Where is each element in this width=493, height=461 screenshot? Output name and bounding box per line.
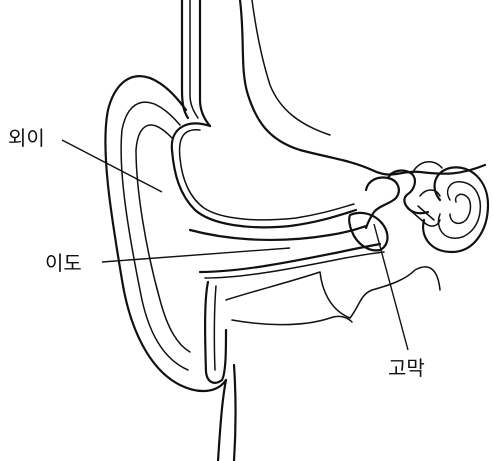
ear-canal-upper-wall [190,226,366,240]
lower-canal-wall-inner [214,286,216,370]
mastoid-outline [232,316,352,324]
skull-wall-right [200,0,210,126]
ossicle-malleus [366,178,399,229]
cochlea-outer [423,167,488,252]
cochlea-mid [439,182,481,238]
ossicle-stapes [410,206,440,226]
ossicle-incus [388,171,428,214]
leader-outer-ear [62,140,162,192]
concha-inner [180,130,354,220]
neck-line-inner [234,365,236,461]
neck-line [218,380,226,461]
head-skin-inner [252,0,330,135]
tympanic-membrane [349,213,387,250]
label-eardrum: 고막 [388,358,425,378]
skull-wall-left [182,0,188,118]
helix-inner-rim [121,102,188,370]
leader-eardrum [374,224,408,350]
temporal-bone [226,267,440,318]
label-ear-canal: 이도 [45,253,82,273]
leader-ear-canal [102,248,290,262]
skull-wall-mid [190,0,198,118]
label-outer-ear: 외이 [8,128,45,148]
head-skin-contour [240,0,485,175]
ear-canal-floor [205,252,384,278]
helix-fold [136,125,190,352]
semicircular-canal [412,162,442,196]
cochlea-inner [450,194,471,223]
